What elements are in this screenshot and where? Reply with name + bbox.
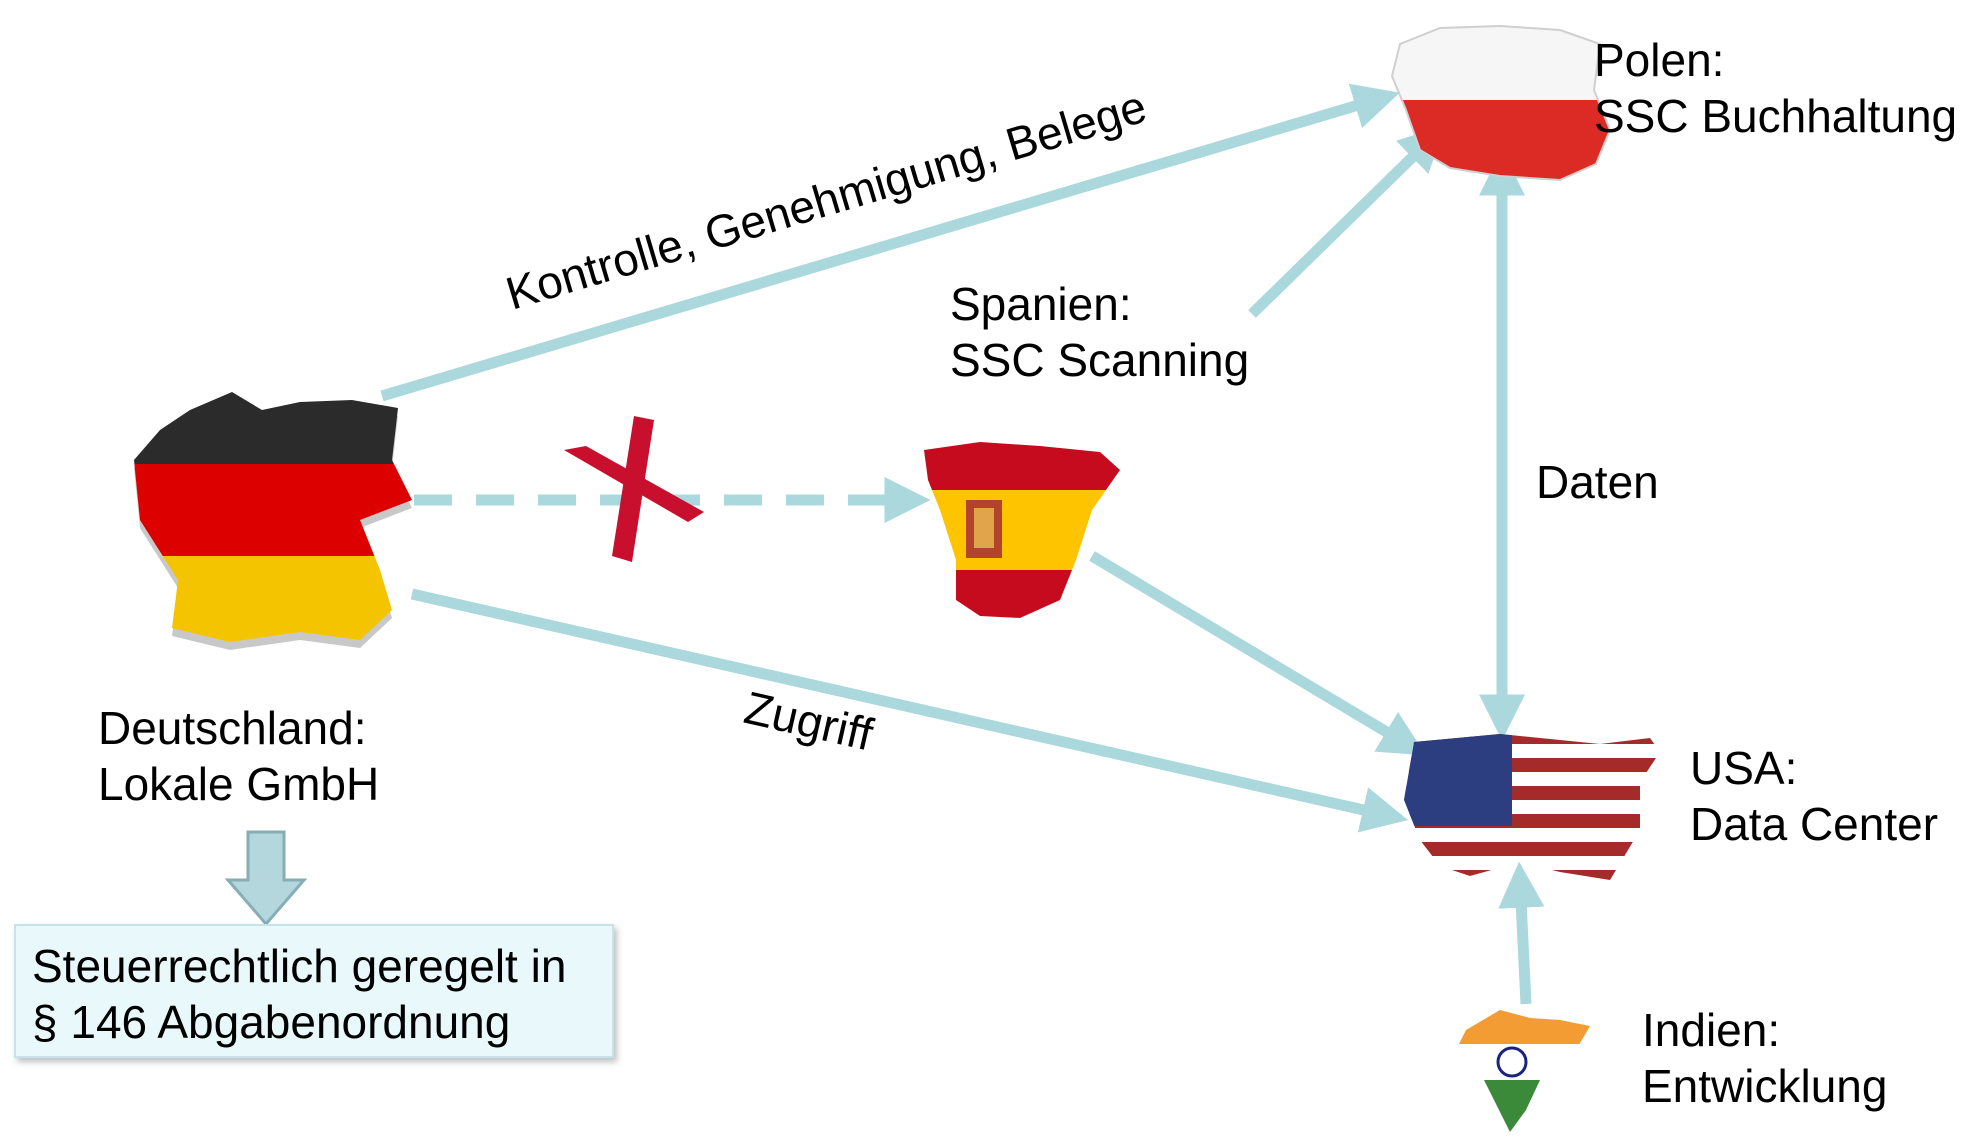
legal-note-box: Steuerrechtlich geregelt in § 146 Abgabe…	[14, 924, 614, 1058]
india-flag-map-icon	[1456, 1010, 1590, 1132]
label-usa-role: Data Center	[1690, 798, 1939, 850]
legal-note-line-2: § 146 Abgabenordnung	[32, 996, 511, 1048]
label-poland-name: Polen:	[1594, 34, 1725, 86]
usa-flag-map-icon	[1404, 734, 1660, 880]
edge-germany-usa	[410, 588, 1409, 833]
label-germany: Deutschland: Lokale GmbH	[98, 700, 379, 812]
edge-label-poland-usa: Daten	[1536, 456, 1659, 508]
label-germany-role: Lokale GmbH	[98, 758, 380, 810]
germany-flag-map-icon	[134, 392, 412, 650]
spain-flag-map-icon	[924, 442, 1120, 618]
edge-germany-poland	[380, 83, 1400, 402]
label-usa: USA: Data Center	[1690, 740, 1938, 852]
edge-india-usa	[1498, 861, 1545, 1005]
label-poland: Polen: SSC Buchhaltung	[1594, 32, 1957, 144]
label-usa-name: USA:	[1690, 742, 1798, 794]
blocked-cross-icon	[564, 416, 704, 562]
label-india-role: Entwicklung	[1642, 1060, 1888, 1112]
label-india: Indien: Entwicklung	[1642, 1002, 1887, 1114]
label-spain: Spanien: SSC Scanning	[950, 276, 1249, 388]
edge-spain-usa	[1089, 551, 1426, 756]
label-germany-name: Deutschland:	[98, 702, 367, 754]
label-poland-role: SSC Buchhaltung	[1594, 90, 1958, 142]
poland-flag-map-icon	[1390, 24, 1612, 182]
label-spain-name: Spanien:	[950, 278, 1132, 330]
label-india-name: Indien:	[1642, 1004, 1781, 1056]
legal-note-line-1: Steuerrechtlich geregelt in	[32, 940, 567, 992]
edge-spain-poland	[1248, 125, 1446, 318]
label-spain-role: SSC Scanning	[950, 334, 1250, 386]
